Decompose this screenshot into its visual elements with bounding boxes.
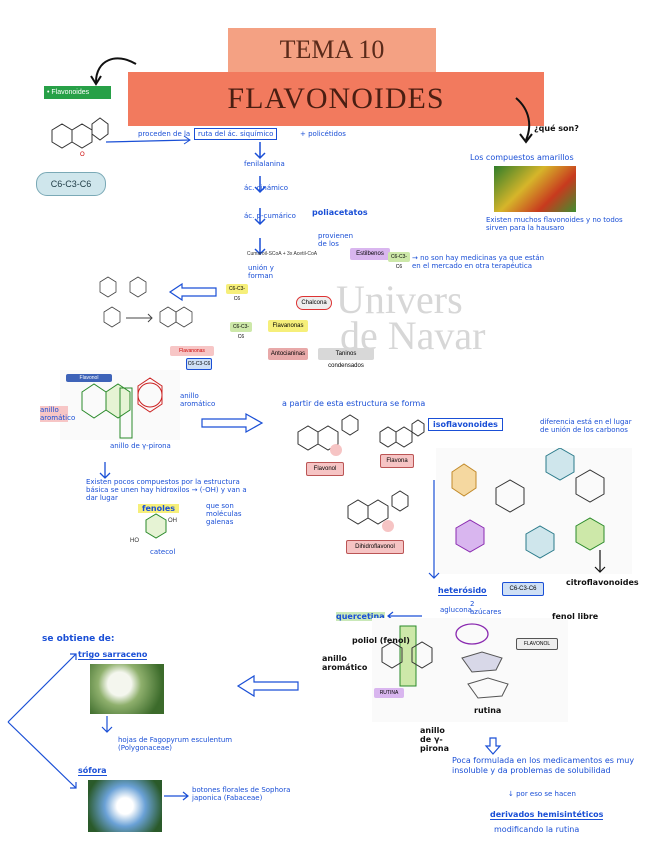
flavone-structure-icon: O [51, 117, 109, 158]
down-arrow-2-icon [594, 550, 606, 573]
note-ruta: ruta del ác. siquímico [194, 128, 278, 140]
note-compuestos: Los compuestos amarillos [470, 153, 574, 162]
note-derivados: derivados hemisintéticos [490, 810, 604, 820]
dihydroflavonol-structure-icon [347, 490, 409, 532]
note-fenol-libre: fenol libre [552, 612, 599, 621]
note-cinamico: ác. cinámico [244, 184, 289, 192]
note-heterosido: heterósido [438, 586, 487, 596]
note-moleculas: que son moléculas galenas [206, 502, 242, 526]
flavonoides-tag: • Flavonoides [44, 86, 111, 99]
title-tema: TEMA 10 [228, 28, 436, 72]
label-flavonol-2: FLAVONOL [516, 638, 558, 650]
label-antocianinas: Antocianinas [268, 348, 308, 360]
flavone-structure-2-icon [379, 419, 425, 448]
note-que-son: ¿qué son? [534, 124, 579, 133]
vertical-arrows-icon [254, 142, 266, 256]
arrow-right-icon [105, 135, 191, 145]
note-provienen: provienen de los [318, 232, 354, 248]
label-flavanonas-pink: Flavanonas [170, 346, 214, 356]
watermark-1: Univers [336, 277, 463, 322]
buckwheat-photo [90, 664, 164, 714]
note-existen: Existen muchos flavonoides y no todos si… [486, 216, 623, 232]
note-quercetina: quercetina [336, 612, 385, 621]
glycoside-structures [436, 447, 632, 574]
svg-text:OH: OH [168, 518, 177, 524]
note-fenilalanina: fenilalanina [244, 160, 285, 168]
label-chalcona: Chalcona [296, 296, 332, 310]
label-rutina: RUTINA [374, 688, 404, 698]
branch-arrows-icon [7, 653, 77, 789]
rutin-structure [372, 618, 568, 722]
note-partir: a partir de esta estructura se forma [282, 399, 426, 408]
note-poca: Poca formulada en los medicamentos es mu… [452, 756, 635, 775]
note-aglucona: aglucona [440, 606, 472, 614]
note-sofora: sófora [78, 766, 107, 776]
note-trigo: trigo sarraceno [78, 650, 148, 660]
note-anillo-left: anillo aromático [40, 406, 76, 422]
note-botones: botones florales de Sophora japonica (Fa… [192, 786, 291, 802]
down-line-arrow-icon [428, 480, 440, 579]
title-flavonoides: FLAVONOIDES [128, 72, 544, 126]
formula-small-4: C6-C3-C6 [186, 358, 212, 370]
note-cumarico: ác. p-cumárico [244, 212, 296, 220]
formula-small-3: C6-C3-C6 [230, 322, 252, 340]
right-big-arrow-icon [201, 412, 264, 434]
down-arrow-icon [99, 462, 111, 479]
formula-small-1: C6-C3-C6 [388, 252, 410, 270]
note-catecol: catecol [150, 548, 176, 556]
label-flavonol-blue: Flavonol [66, 374, 112, 382]
note-noson: → no son hay medicinas ya que están en e… [412, 254, 545, 270]
note-proceden: proceden de la [138, 130, 191, 138]
formula-small-5: C6-C3-C6 [502, 582, 544, 596]
note-existen2: Existen pocos compuestos por la estructu… [86, 478, 247, 502]
note-rutina: rutina [474, 706, 502, 715]
note-poliacetatos: poliacetatos [312, 208, 368, 217]
note-fenoles: fenoles [138, 504, 180, 513]
curved-arrow-icon [90, 57, 137, 86]
formula-small-2: C6-C3-C6 [226, 284, 248, 302]
svg-text:O: O [80, 152, 85, 158]
note-policetidos: + policétidos [300, 130, 346, 138]
label-taninos: Taninos condensados [318, 348, 374, 369]
note-poliol: poliol (fenol) [352, 636, 410, 645]
label-dihidroflavonol: Dihidroflavonol [346, 540, 404, 554]
note-se-obtiene: se obtiene de: [42, 634, 115, 644]
chalcone-structures-icon [99, 276, 193, 328]
label-flavonol: Flavonol [306, 462, 344, 476]
note-diferencia: diferencia está en el lugar de unión de … [540, 418, 632, 434]
label-flavanonas: Flavanonas [268, 320, 308, 332]
note-citroflavonoides: citroflavonoides [566, 578, 639, 587]
down-arrow-3-icon [101, 716, 113, 733]
label-flavona: Flavona [380, 454, 414, 468]
left-big-arrow-2-icon [236, 674, 299, 698]
vegetables-photo [494, 166, 576, 212]
catechol-structure-icon: OH HO [130, 513, 177, 544]
note-anillo-right: anillo aromático [180, 392, 216, 408]
note-anillo-rutina: anillo aromático [322, 654, 368, 672]
note-modificando: modificando la rutina [494, 825, 580, 834]
sophora-photo [88, 780, 162, 832]
curved-arrow-down-icon [515, 97, 533, 144]
label-cumaroil: Cumaroil-SCoA + 3x Acetil-CoA [246, 251, 318, 257]
flavonol-structure-icon [297, 414, 359, 456]
label-estilbenos: Estilbenos [350, 248, 390, 260]
note-union: unión y forman [248, 264, 274, 280]
down-arrow-outline-icon [484, 737, 502, 755]
note-hojas: hojas de Fagopyrum esculentum (Polygonac… [118, 736, 233, 752]
note-por-eso: ↓ por eso se hacen [508, 790, 576, 798]
note-isoflavonoides: isoflavonoides [428, 418, 503, 431]
note-azucares: 2 azúcares [470, 600, 502, 616]
arrow-right-2-icon [164, 791, 189, 801]
left-big-arrow-icon [168, 282, 217, 302]
svg-text:HO: HO [130, 538, 139, 544]
note-anillo-gamma-2: anillo de γ-pirona [420, 726, 450, 753]
note-anillo-gamma: anillo de γ-pirona [110, 442, 171, 450]
formula-badge: C6-C3-C6 [36, 172, 106, 196]
